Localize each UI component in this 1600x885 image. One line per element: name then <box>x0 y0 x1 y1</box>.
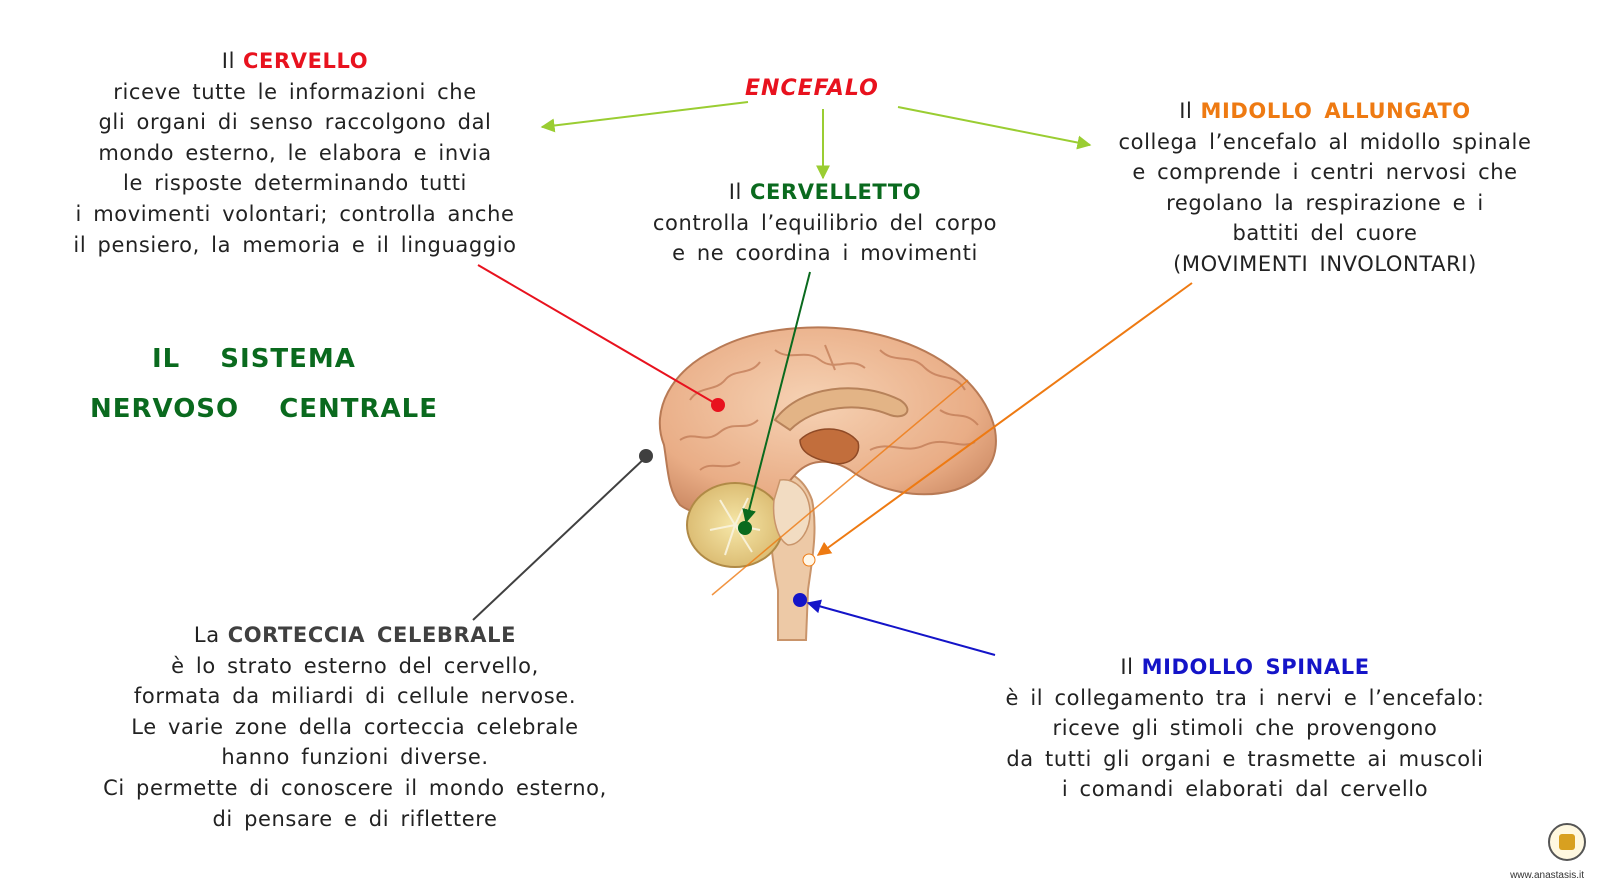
midollo-allungato-line: collega l’encefalo al midollo spinale <box>1118 129 1532 154</box>
midollo-spinale-marker <box>793 593 807 607</box>
corteccia-keyword: CORTECCIA CELEBRALE <box>227 623 517 647</box>
midollo-spinale-line: da tutti gli organi e trasmette ai musco… <box>1006 746 1484 771</box>
cervelletto-line: controlla l’equilibrio del corpo <box>652 210 998 235</box>
cervello-heading: Il CERVELLO <box>30 46 560 77</box>
cervello-line: mondo esterno, le elabora e invia <box>98 140 492 165</box>
pons-shape <box>772 479 811 546</box>
cervelletto-keyword: CERVELLETTO <box>750 180 922 204</box>
midollo-allungato-line: regolano la respirazione e i <box>1166 190 1484 215</box>
corteccia-description: La CORTECCIA CELEBRALE è lo strato estern… <box>55 620 655 834</box>
cervelletto-line: e ne coordina i movimenti <box>672 241 978 266</box>
corteccia-line: Le varie zone della corteccia celebrale <box>131 714 579 739</box>
cervello-line: riceve tutte le informazioni che <box>113 79 477 104</box>
midollo-spinale-heading: Il MIDOLLO SPINALE <box>975 652 1515 683</box>
corteccia-line: è lo strato esterno del cervello, <box>171 653 539 678</box>
brain-folds <box>679 344 979 471</box>
cervelletto-lead: Il <box>728 180 742 204</box>
cervello-line: gli organi di senso raccolgono dal <box>98 110 492 135</box>
midollo-allungato-marker <box>802 553 816 567</box>
cervello-line: i movimenti volontari; controlla anche <box>75 201 515 226</box>
thalamus <box>799 428 860 465</box>
cerebellum-arbor <box>709 497 761 556</box>
midollo-spinale-line: riceve gli stimoli che provengono <box>1052 716 1438 741</box>
main-title-line-1: IL SISTEMA <box>152 344 356 374</box>
midollo-spinale-keyword: MIDOLLO SPINALE <box>1141 655 1370 679</box>
midollo-spinale-line: i comandi elaborati dal cervello <box>1061 777 1429 802</box>
midollo-allungato-description: Il MIDOLLO ALLUNGATO collega l’encefalo a… <box>1080 96 1570 280</box>
corteccia-heading: La CORTECCIA CELEBRALE <box>55 620 655 651</box>
cervello-marker <box>711 398 725 412</box>
midollo-allungato-line: (MOVIMENTI INVOLONTARI) <box>1173 251 1477 276</box>
midollo-allungato-keyword: MIDOLLO ALLUNGATO <box>1200 99 1471 123</box>
encefalo-arrow-right <box>897 106 1092 150</box>
midollo-allungato-lead: Il <box>1179 99 1193 123</box>
brain-illustration <box>658 326 997 641</box>
cervello-line: il pensiero, la memoria e il linguaggio <box>73 232 517 257</box>
midollo-spinale-connector <box>806 599 996 656</box>
midollo-allungato-heading: Il MIDOLLO ALLUNGATO <box>1080 96 1570 127</box>
encefalo-arrow-left <box>540 101 749 133</box>
cervelletto-connector <box>742 271 811 524</box>
midollo-spinale-lead: Il <box>1120 655 1134 679</box>
corteccia-line: Ci permette di conoscere il mondo estern… <box>103 775 607 800</box>
corteccia-line: formata da miliardi di cellule nervose. <box>133 684 577 709</box>
corteccia-lead: La <box>193 623 220 647</box>
cervello-connector <box>477 264 719 406</box>
cervelletto-description: Il CERVELLETTO controlla l’equilibrio del… <box>600 177 1050 269</box>
cervello-keyword: CERVELLO <box>243 49 369 73</box>
midollo-allungato-line: e comprende i centri nervosi che <box>1132 160 1518 185</box>
cervello-description: Il CERVELLO riceve tutte le informazioni … <box>30 46 560 260</box>
midollo-spinale-description: Il MIDOLLO SPINALE è il collegamento tra … <box>975 652 1515 805</box>
corteccia-connector <box>472 456 647 621</box>
corteccia-line: di pensare e di riflettere <box>212 806 498 831</box>
corpus-callosum <box>773 387 909 432</box>
footer-url: www.anastasis.it <box>1510 870 1584 881</box>
midollo-allungato-line-2 <box>711 379 969 596</box>
midollo-allungato-connector <box>816 282 1193 556</box>
corteccia-line: hanno funzioni diverse. <box>221 745 489 770</box>
main-title-line-2: NERVOSO CENTRALE <box>90 394 438 424</box>
cervello-line: le risposte determinando tutti <box>123 171 467 196</box>
cervelletto-marker <box>738 521 752 535</box>
corteccia-marker <box>639 449 653 463</box>
encefalo-label: ENCEFALO <box>745 76 879 101</box>
cervello-lead: Il <box>221 49 236 73</box>
cervelletto-heading: Il CERVELLETTO <box>600 177 1050 208</box>
midollo-allungato-line: battiti del cuore <box>1232 221 1418 246</box>
supermappe-logo <box>1548 823 1586 861</box>
midollo-spinale-line: è il collegamento tra i nervi e l’encefa… <box>1005 685 1485 710</box>
